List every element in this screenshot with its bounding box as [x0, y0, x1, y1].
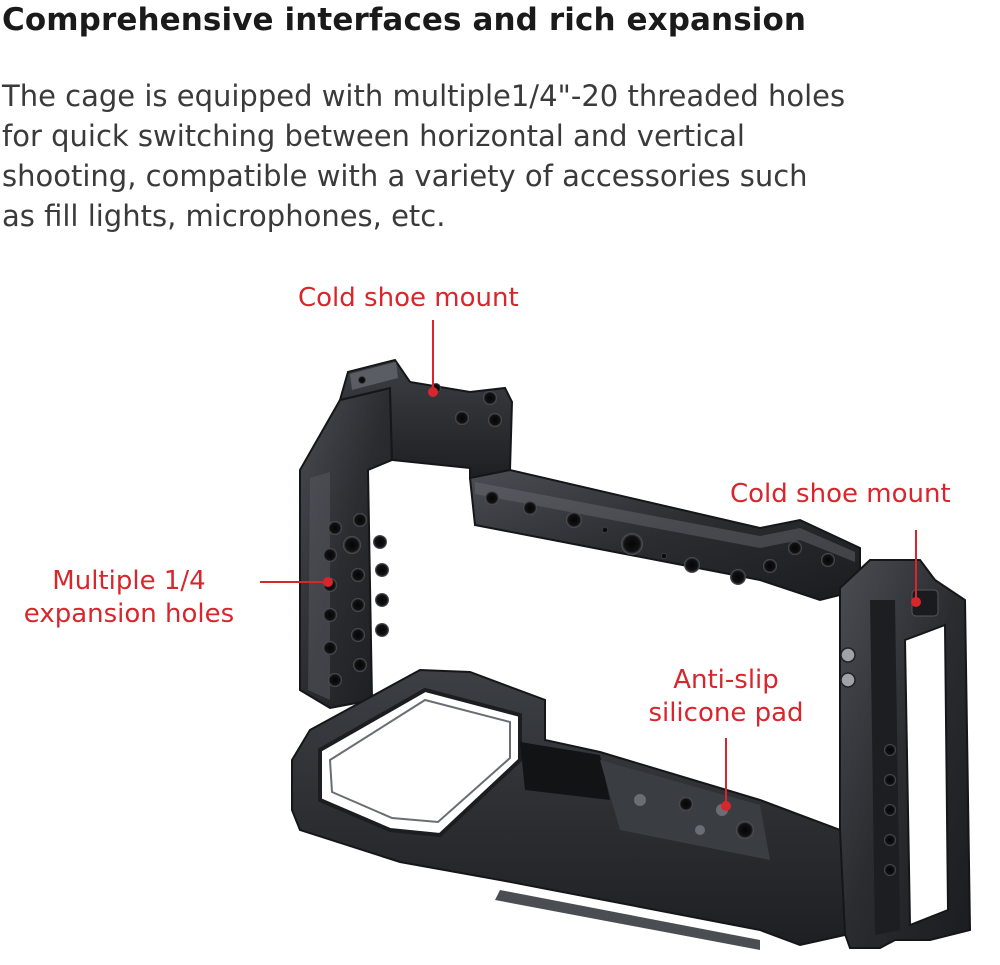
callout-cold-shoe-top: Cold shoe mount [298, 283, 519, 313]
base-plate [291, 668, 847, 950]
expansion-holes-bar [485, 491, 835, 585]
description-line: shooting, compatible with a variety of a… [2, 159, 808, 193]
description-line: as fill lights, microphones, etc. [2, 199, 446, 233]
callout-anti-slip-pad: Anti-slip silicone pad [648, 665, 804, 728]
base-holes [634, 794, 754, 839]
description-line: The cage is equipped with multiple1/4"-2… [2, 79, 846, 113]
right-side-frame [839, 559, 972, 949]
callout-pointer-cold-shoe-top [428, 320, 438, 397]
callout-pointer-anti-slip [721, 738, 731, 811]
headline: Comprehensive interfaces and rich expans… [2, 2, 807, 38]
callout-pointer-expansion-holes [260, 577, 333, 587]
expansion-holes-left [323, 513, 389, 687]
callout-pointer-cold-shoe-right [911, 530, 921, 607]
callout-expansion-holes: Multiple 1/4 expansion holes [23, 566, 235, 629]
description-line: for quick switching between horizontal a… [2, 119, 745, 153]
expansion-holes-right [840, 647, 896, 876]
callout-cold-shoe-right: Cold shoe mount [730, 479, 951, 509]
description: The cage is equipped with multiple1/4"-2… [2, 76, 992, 236]
